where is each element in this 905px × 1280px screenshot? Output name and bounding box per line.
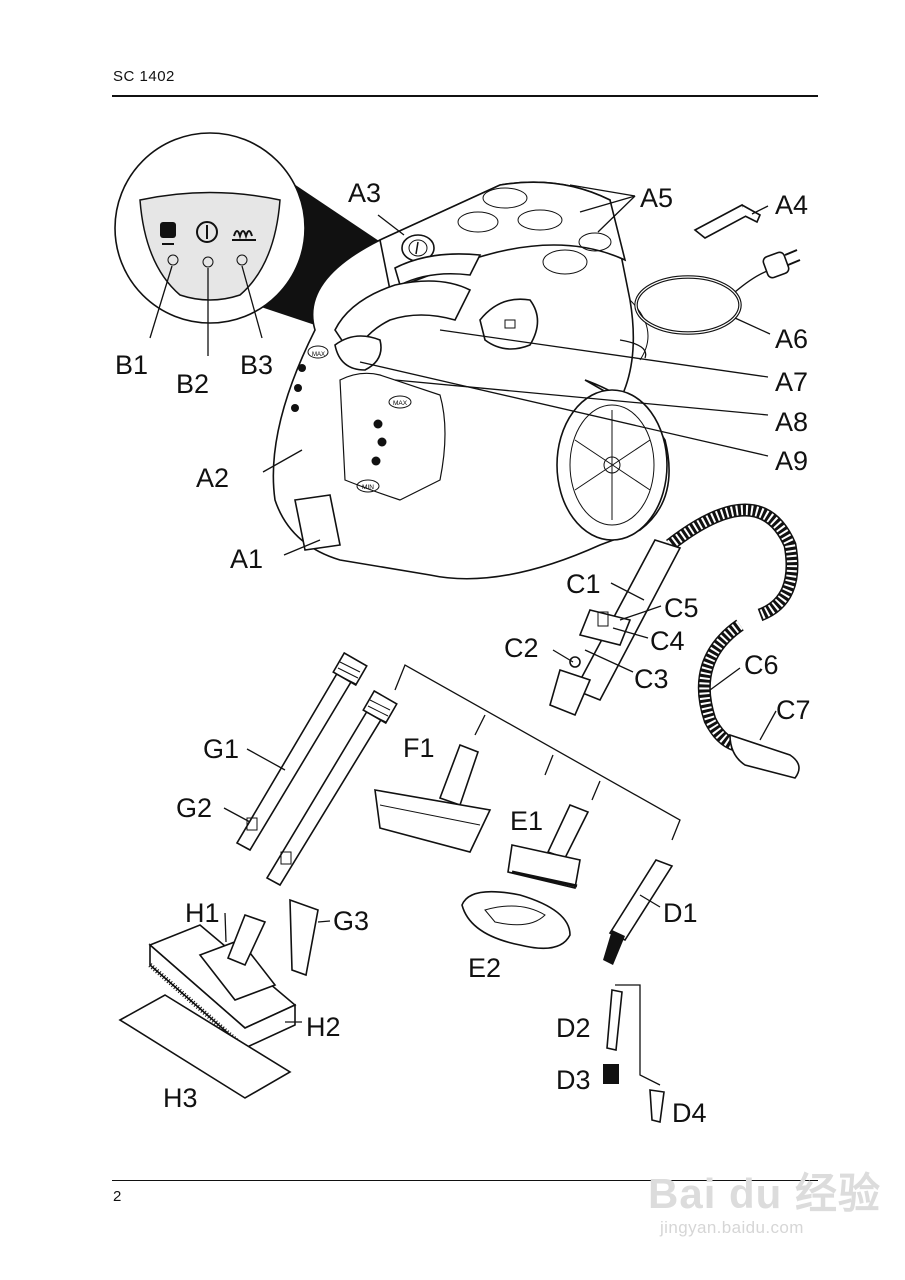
power-symbol-icon	[196, 221, 218, 243]
label-b3: B3	[240, 350, 273, 380]
label-h2: H2	[306, 1012, 341, 1042]
min-mark-front: MIN	[362, 484, 374, 491]
label-d2: D2	[556, 1013, 591, 1043]
label-a4: A4	[775, 190, 808, 220]
label-a7: A7	[775, 367, 808, 397]
watermark-url: jingyan.baidu.com	[660, 1218, 804, 1237]
label-c1: C1	[566, 569, 601, 599]
watermark-logo: Bai du 经验	[648, 1170, 882, 1217]
label-b2: B2	[176, 369, 209, 399]
footer-rule	[112, 1180, 818, 1181]
label-e1: E1	[510, 806, 543, 836]
steam-cleaner-main-unit: MAX MAX MIN	[272, 181, 670, 580]
label-g3: G3	[333, 906, 369, 936]
heat-symbol-icon	[232, 230, 256, 241]
label-c3: C3	[634, 664, 669, 694]
hand-nozzle	[507, 803, 590, 889]
label-a2: A2	[196, 463, 229, 493]
label-c4: C4	[650, 626, 685, 656]
label-h1: H1	[185, 898, 220, 928]
hand-nozzle-cover	[461, 890, 571, 950]
label-d1: D1	[663, 898, 698, 928]
extension-tubes	[235, 651, 398, 887]
label-a1: A1	[230, 544, 263, 574]
steam-hose	[549, 503, 800, 779]
label-e2: E2	[468, 953, 501, 983]
floor-nozzle	[118, 898, 319, 1099]
max-mark-front: MAX	[393, 400, 408, 407]
label-a8: A8	[775, 407, 808, 437]
label-g1: G1	[203, 734, 239, 764]
label-a9: A9	[775, 446, 808, 476]
label-d3: D3	[556, 1065, 591, 1095]
steam-symbol-icon	[160, 222, 176, 245]
label-c5: C5	[664, 593, 699, 623]
label-b1: B1	[115, 350, 148, 380]
detail-nozzle	[603, 859, 674, 1123]
header-rule	[112, 95, 818, 97]
label-f1: F1	[403, 733, 435, 763]
max-mark-side: MAX	[312, 352, 325, 358]
label-c7: C7	[776, 695, 811, 725]
label-a3: A3	[348, 178, 381, 208]
tool-a4	[693, 203, 750, 239]
page-header-model: SC 1402	[113, 68, 175, 85]
label-c6: C6	[744, 650, 779, 680]
label-a5: A5	[640, 183, 673, 213]
label-c2: C2	[504, 633, 539, 663]
window-nozzle	[374, 743, 492, 853]
label-g2: G2	[176, 793, 212, 823]
label-h3: H3	[163, 1083, 198, 1113]
power-cord	[619, 249, 801, 359]
page-number: 2	[113, 1188, 122, 1205]
label-d4: D4	[672, 1098, 707, 1128]
label-a6: A6	[775, 324, 808, 354]
